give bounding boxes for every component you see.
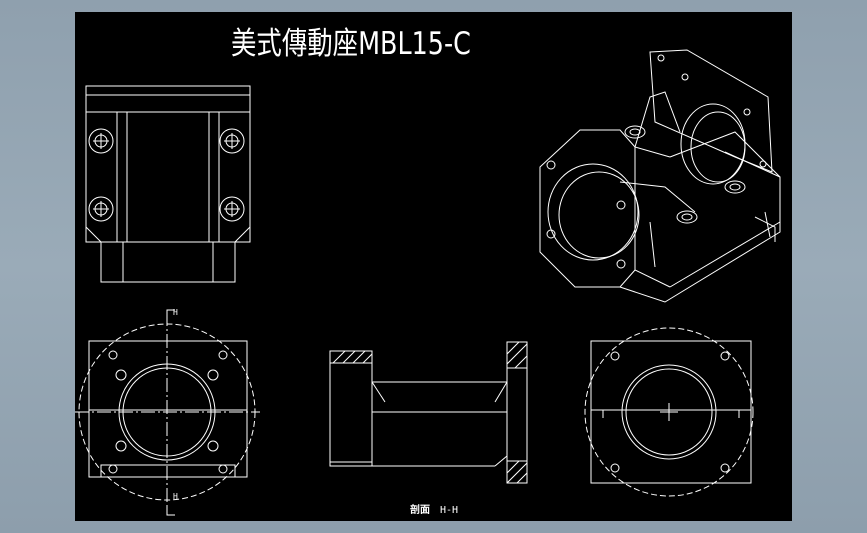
isometric-view (539, 49, 781, 303)
drawing-title: 美式傳動座MBL15-C (231, 26, 471, 62)
section-caption-name: H-H (440, 505, 459, 516)
cad-drawing-area: 美式傳動座MBL15-C (75, 12, 792, 521)
front-view (75, 309, 260, 516)
rear-view (584, 327, 754, 497)
bolt-hole-tl (88, 128, 114, 154)
bolt-hole-br (219, 196, 245, 222)
section-hatch (329, 341, 528, 484)
cad-linework (75, 49, 781, 516)
bolt-hole-tr (219, 128, 245, 154)
section-caption-label: 剖面 (410, 505, 430, 516)
section-view (329, 341, 528, 484)
bolt-hole-bl (88, 196, 114, 222)
section-caption: 剖面 H-H (410, 501, 458, 516)
section-marker-bottom: H (173, 492, 178, 501)
section-marker-top: H (173, 308, 178, 317)
top-view (85, 85, 251, 283)
